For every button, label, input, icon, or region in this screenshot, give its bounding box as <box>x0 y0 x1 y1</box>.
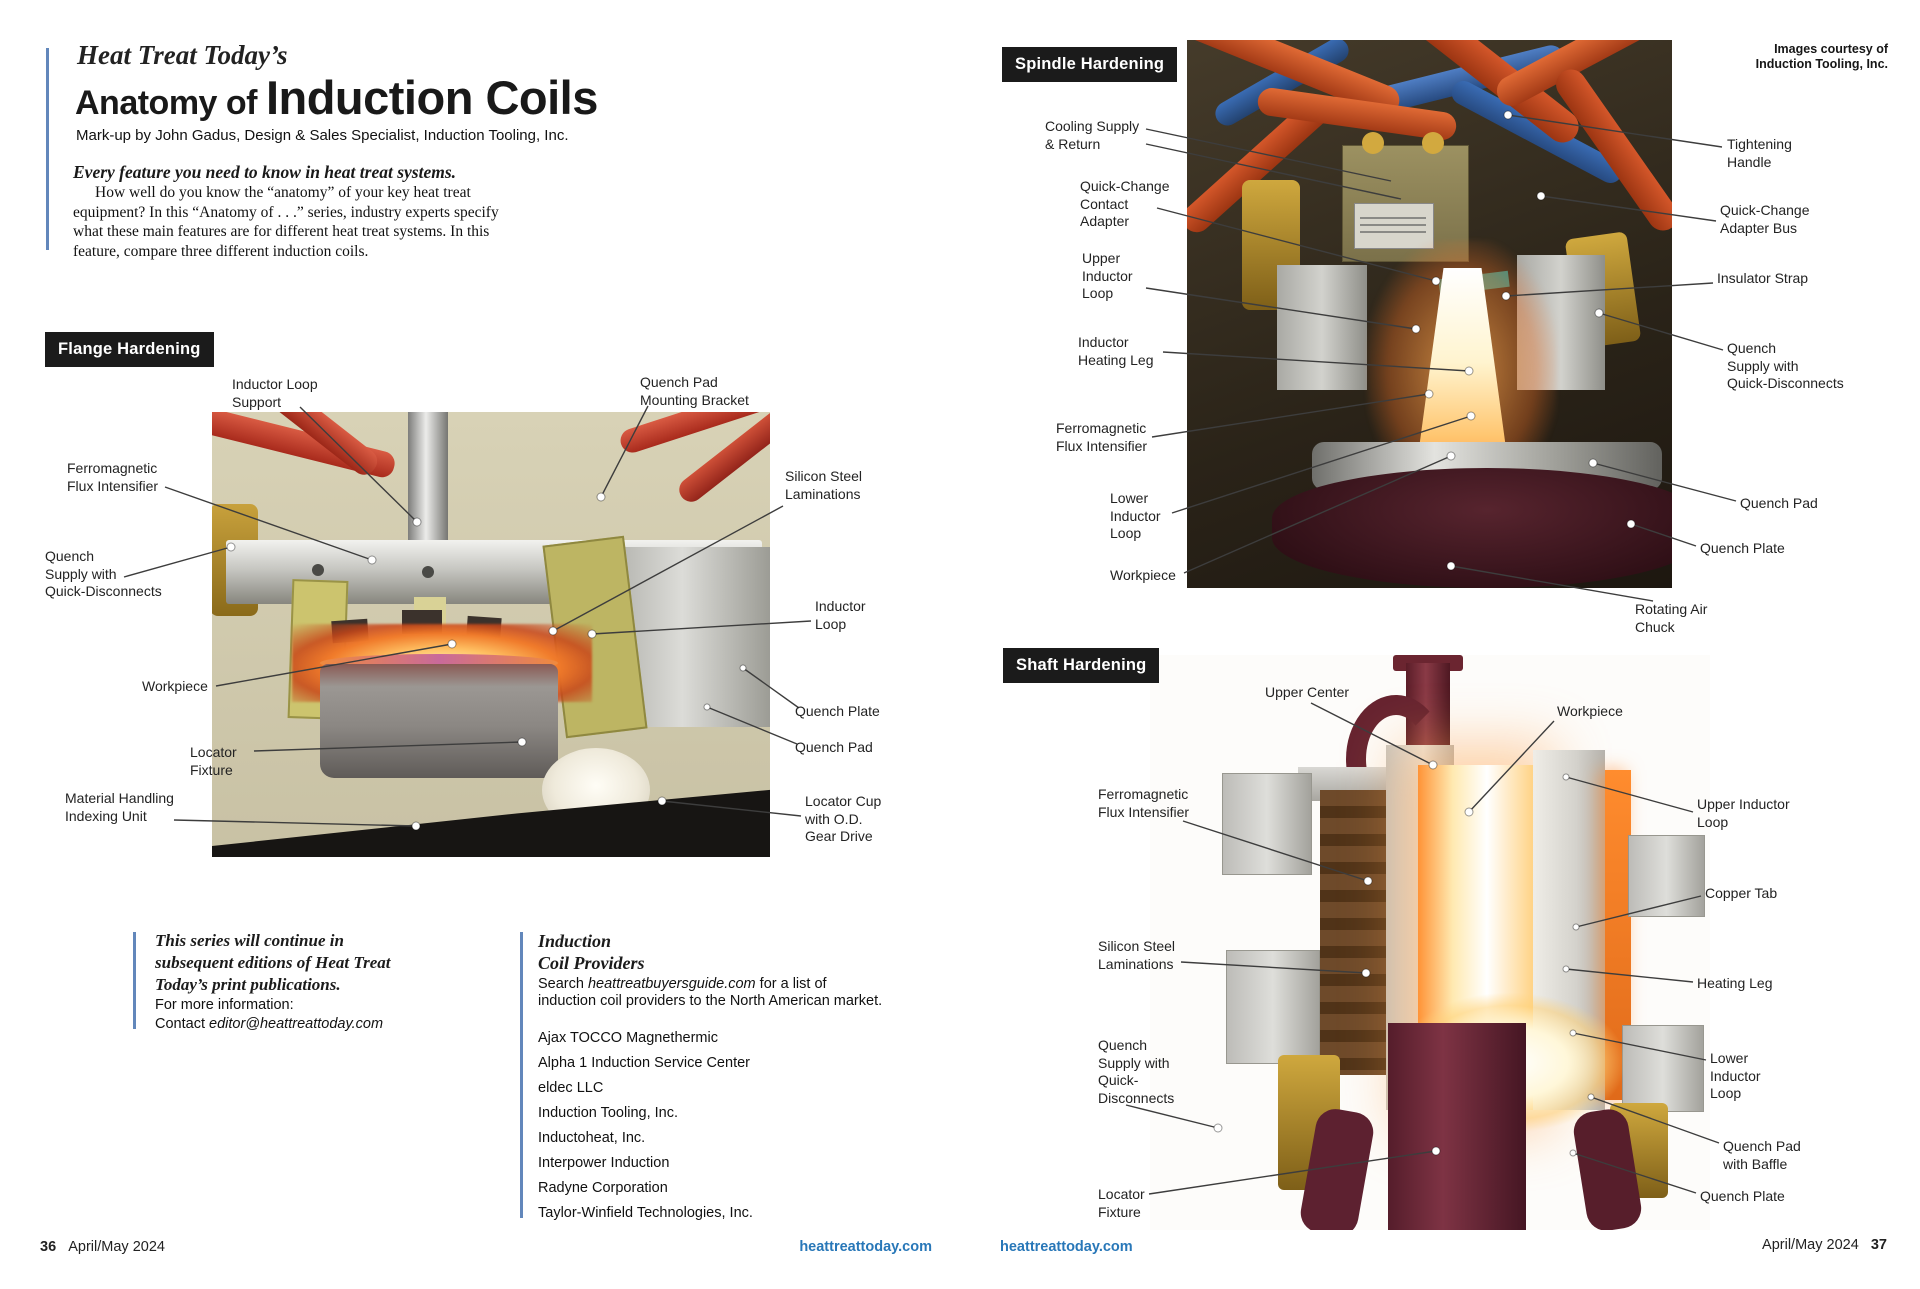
label-workpiece: Workpiece <box>1110 567 1176 583</box>
providers-heading: Induction Coil Providers <box>538 931 645 973</box>
label-quench-pad-with-baffle: Quench Pad with Baffle <box>1723 1138 1801 1172</box>
right-site-link[interactable]: heattreattoday.com <box>1000 1239 1133 1255</box>
section-box-shaft: Shaft Hardening <box>1003 648 1160 683</box>
provider-item: Taylor-Winfield Technologies, Inc. <box>538 1205 753 1221</box>
left-page-number: 36 <box>40 1239 57 1255</box>
label-workpiece: Workpiece <box>142 678 208 694</box>
providers-accent-rule <box>520 932 523 1218</box>
label-lower-inductor-loop: Lower Inductor Loop <box>1110 490 1161 541</box>
shaft-hardening-photo <box>1150 655 1710 1230</box>
label-locator-cup-od-gear-drive: Locator Cup with O.D. Gear Drive <box>805 793 882 844</box>
title-prefix: Anatomy of <box>75 84 266 122</box>
spindle-hardening-photo <box>1187 40 1672 588</box>
screw <box>312 564 324 576</box>
indexing-unit-base <box>212 789 770 857</box>
label-tightening-handle: Tightening Handle <box>1727 136 1792 170</box>
left-site-link[interactable]: heattreattoday.com <box>799 1239 932 1255</box>
label-ferromagnetic-flux-intensifier: Ferromagnetic Flux Intensifier <box>67 460 159 494</box>
label-lower-inductor-loop: Lower Inductor Loop <box>1710 1050 1761 1101</box>
label-inductor-loop-support: Inductor Loop Support <box>232 376 318 410</box>
standfirst: Every feature you need to know in heat t… <box>73 162 457 182</box>
blurb-prefix: Search <box>538 976 588 992</box>
label-quench-plate: Quench Plate <box>795 703 880 719</box>
contact-prefix: Contact <box>155 1016 209 1032</box>
page-title: Anatomy of Induction Coils <box>75 74 598 121</box>
header-accent-rule <box>46 48 49 250</box>
plate-text-lines <box>1360 212 1426 238</box>
label-copper-tab: Copper Tab <box>1705 885 1778 901</box>
image-credit: Images courtesy of Induction Tooling, In… <box>1755 42 1888 71</box>
label-workpiece: Workpiece <box>1557 703 1623 719</box>
provider-item: eldec LLC <box>538 1080 604 1096</box>
label-silicon-steel-laminations: Silicon Steel Laminations <box>785 468 863 502</box>
label-heating-leg: Heating Leg <box>1697 975 1773 991</box>
workpiece-cylinder <box>320 664 558 778</box>
left-issue-date: April/May 2024 <box>68 1239 165 1255</box>
gray-block-upper-left <box>1222 773 1312 875</box>
label-quench-pad: Quench Pad <box>795 739 873 755</box>
gray-block-upper-right <box>1628 835 1705 917</box>
section-box-flange: Flange Hardening <box>45 332 214 367</box>
flux-intensifier-block-left <box>1277 265 1367 390</box>
section-box-spindle: Spindle Hardening <box>1002 47 1178 82</box>
label-ferromagnetic-flux-intensifier: Ferromagnetic Flux Intensifier <box>1098 786 1190 820</box>
right-page-footer: April/May 2024 37 <box>1650 1238 1887 1253</box>
right-issue-date: April/May 2024 <box>1762 1237 1859 1253</box>
rotating-air-chuck-disc <box>1272 468 1672 588</box>
provider-item: Interpower Induction <box>538 1155 670 1171</box>
note-accent-rule <box>133 932 136 1029</box>
label-material-handling-indexing-unit: Material Handling Indexing Unit <box>65 790 174 824</box>
label-quick-change-adapter-bus: Quick-Change Adapter Bus <box>1720 202 1810 236</box>
label-quench-supply-quick-disconnects: Quench Supply with Quick-Disconnects <box>45 548 162 599</box>
label-quench-plate: Quench Plate <box>1700 540 1785 556</box>
provider-item: Inductoheat, Inc. <box>538 1130 646 1146</box>
label-upper-inductor-loop: Upper Inductor Loop <box>1697 796 1790 830</box>
providers-blurb: Search heattreatbuyersguide.com for a li… <box>538 976 886 1009</box>
brass-bolt <box>1422 132 1444 154</box>
label-ferromagnetic-flux-intensifier: Ferromagnetic Flux Intensifier <box>1056 420 1148 454</box>
flange-hardening-photo <box>212 412 770 857</box>
label-cooling-supply-return: Cooling Supply & Return <box>1045 118 1140 152</box>
label-inductor-heating-leg: Inductor Heating Leg <box>1078 334 1154 368</box>
label-quench-pad: Quench Pad <box>1740 495 1818 511</box>
series-continuation-note: This series will continue in subsequent … <box>155 931 391 994</box>
label-insulator-strap: Insulator Strap <box>1717 270 1809 286</box>
publication-kicker: Heat Treat Today’s <box>77 40 288 70</box>
label-quench-supply-quick-disconnects: Quench Supply with Quick- Disconnects <box>1098 1037 1175 1106</box>
contact-line: Contact editor@heattreattoday.com <box>155 1015 383 1034</box>
label-locator-fixture: Locator Fixture <box>190 744 237 778</box>
label-locator-fixture: Locator Fixture <box>1098 1186 1145 1220</box>
blurb-suffix: for a list of induction coil providers t… <box>538 976 883 1009</box>
byline: Mark-up by John Gadus, Design & Sales Sp… <box>76 127 569 144</box>
label-upper-center: Upper Center <box>1265 684 1350 700</box>
screw <box>422 566 434 578</box>
intro-paragraph: How well do you know the “anatomy” of yo… <box>73 184 499 260</box>
more-info-text: For more information: <box>155 997 294 1013</box>
left-page-footer: 36 April/May 2024 <box>40 1240 165 1255</box>
contact-email: editor@heattreattoday.com <box>209 1016 384 1032</box>
provider-item: Induction Tooling, Inc. <box>538 1105 678 1121</box>
right-page-number: 37 <box>1870 1237 1887 1253</box>
gray-block-lower-left <box>1226 950 1320 1064</box>
label-quench-supply-quick-disconnects: Quench Supply with Quick-Disconnects <box>1727 340 1844 391</box>
label-quick-change-contact-adapter: Quick-Change Contact Adapter <box>1080 178 1170 229</box>
brass-bolt <box>1362 132 1384 154</box>
label-upper-inductor-loop: Upper Inductor Loop <box>1082 250 1133 301</box>
label-quench-pad-mounting-bracket: Quench Pad Mounting Bracket <box>640 374 749 408</box>
provider-item: Ajax TOCCO Magnethermic <box>538 1030 718 1046</box>
label-silicon-steel-laminations: Silicon Steel Laminations <box>1098 938 1176 972</box>
providers-list: Ajax TOCCO Magnethermic Alpha 1 Inductio… <box>538 1029 753 1229</box>
label-inductor-loop: Inductor Loop <box>815 598 866 632</box>
label-rotating-air-chuck: Rotating Air Chuck <box>1635 601 1708 635</box>
shaft-base-cylinder <box>1388 1023 1526 1230</box>
aluminum-block-right <box>624 547 770 727</box>
provider-item: Radyne Corporation <box>538 1180 668 1196</box>
title-main: Induction Coils <box>265 71 598 124</box>
provider-item: Alpha 1 Induction Service Center <box>538 1055 750 1071</box>
buyersguide-link: heattreatbuyersguide.com <box>587 976 756 992</box>
label-quench-plate: Quench Plate <box>1700 1188 1785 1204</box>
